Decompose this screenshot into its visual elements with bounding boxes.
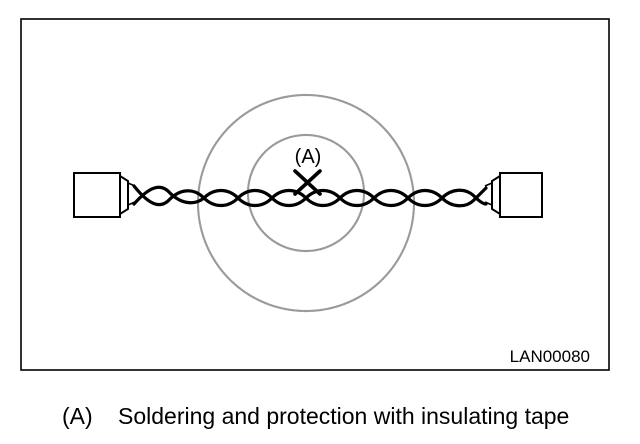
legend-text: Soldering and protection with insulating… [118, 403, 570, 429]
figure-id: LAN00080 [510, 347, 590, 366]
twisted-pair-cable-icon [132, 184, 488, 208]
left-connector-icon [73, 172, 136, 218]
figure-frame [20, 18, 610, 371]
callout-label: (A) [295, 146, 322, 168]
legend-marker: (A) [62, 403, 93, 429]
wire-a [132, 184, 488, 208]
splice-point-x-icon [293, 169, 322, 196]
wire-b [132, 185, 488, 208]
right-connector-icon [484, 172, 543, 218]
